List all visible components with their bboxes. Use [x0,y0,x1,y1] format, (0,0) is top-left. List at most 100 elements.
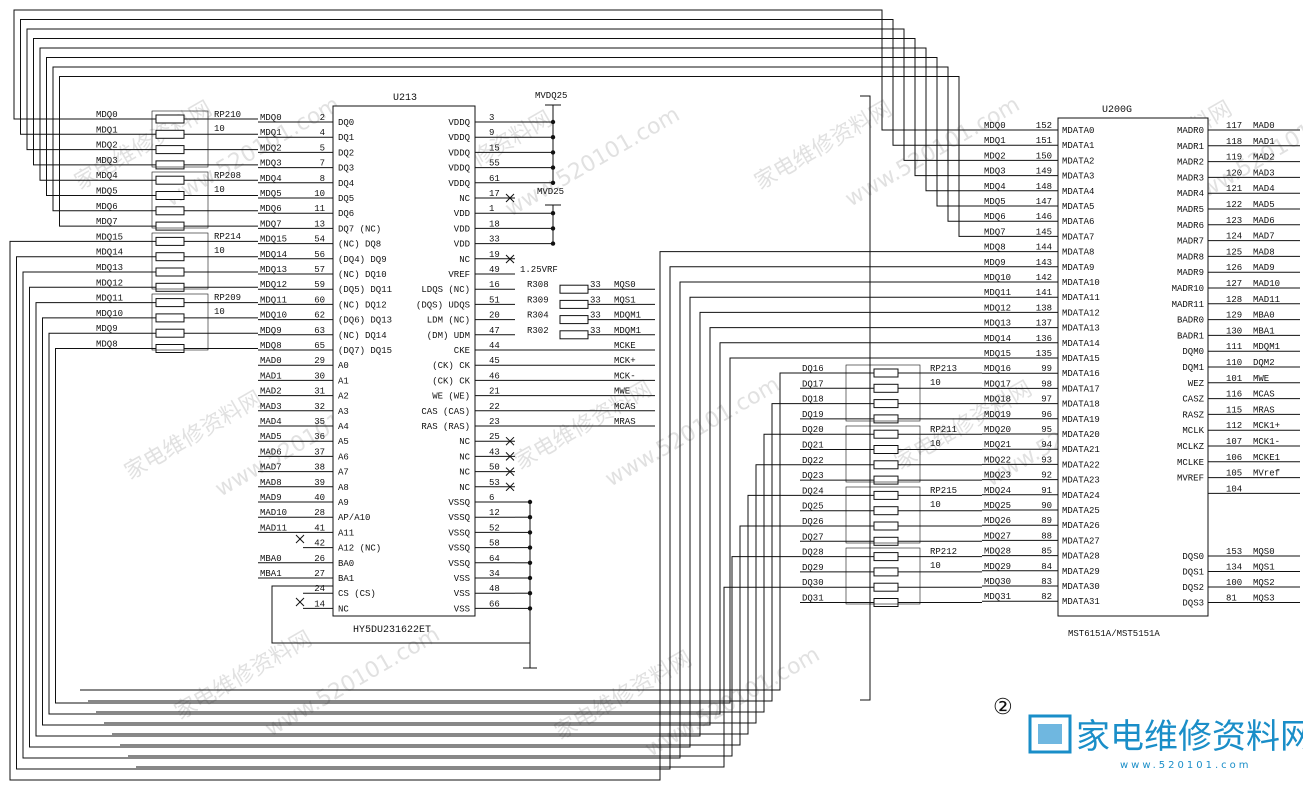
u213-pin-name: VSSQ [448,544,470,554]
u213-ref: U213 [393,93,417,104]
u200g-pin-name: MCLKZ [1177,442,1205,452]
u200g-pin-num: 90 [1041,501,1052,511]
u213-net-label: MAD4 [260,417,282,427]
u200g-pin-num: 92 [1041,471,1052,481]
u200g-net-label: MCK1+ [1253,421,1280,431]
u213-pin-name: NC [459,255,470,265]
u213-net-label: MDQ8 [260,341,282,351]
no-connect-icon [505,482,515,492]
u200g-net-label: MDQ3 [984,167,1006,177]
no-connect-stroke [505,254,515,264]
u200g-pin-num: 94 [1041,440,1052,450]
u213-pin-name: A4 [338,422,349,432]
misc-annotations: ② 家电维修资料网 www.520101.com [993,695,1303,771]
u200g-net-label: MDQ19 [984,410,1011,420]
u213-pin-name: VDDQ [448,118,470,128]
u200g-pin-name: MDATA9 [1062,263,1094,273]
u213-pin-name: BA0 [338,559,354,569]
u200g-pin-num: 85 [1041,547,1052,557]
u200g-net-label: MDQ10 [984,273,1011,283]
u200g-pin-num: 83 [1041,577,1052,587]
u200g-pin-name: MDATA12 [1062,308,1100,318]
rpack-ref: RP213 [930,364,957,374]
bus-return [120,525,800,746]
u213-net-label: MAD6 [260,447,282,457]
ctrl-net: MCK- [614,371,636,381]
rpack-val: 10 [214,246,225,256]
u213-pin-name: A6 [338,452,349,462]
u200g-pin-name: BADR1 [1177,331,1204,341]
u213-pin-name: (NC) DQ10 [338,270,387,280]
u200g-net-label: MAD7 [1253,232,1275,242]
u213-pin-name: VDD [454,224,470,234]
u200g-net-label: MAD0 [1253,121,1275,131]
site-logo: 家电维修资料网 www.520101.com [1028,714,1303,771]
junction-dot [527,560,533,565]
u213-pin-num: 29 [314,356,325,366]
junction-dot [550,211,556,216]
u200g-pin-num: 107 [1226,437,1242,447]
u213-pin-num: 15 [489,143,500,153]
u200g-pin-name: WEZ [1188,379,1205,389]
bottom-route [16,256,982,770]
u200g-pin-num: 101 [1226,374,1242,384]
u213-pin-num: 4 [320,128,325,138]
u213-net-label: MDQ14 [260,250,287,260]
u213-pin-num: 36 [314,432,325,442]
u213-pin-name: NC [459,437,470,447]
u200g-net-label: MQS1 [1253,563,1275,573]
bottom-route [22,271,982,759]
u213-pin-name: (NC) DQ12 [338,300,387,310]
u213-net-label: MDQ13 [260,265,287,275]
u213-pin-name: A5 [338,437,349,447]
u200g-pin-name: MADR2 [1177,158,1204,168]
right-bus-net: DQ20 [802,425,824,435]
rpack-val: 10 [930,439,941,449]
top-route [59,76,982,237]
u213-pin-num: 57 [314,265,325,275]
u213-pin-name: A2 [338,392,349,402]
left-resistor-bus: MDQ0MDQ1MDQ2MDQ3MDQ4MDQ5MDQ6MDQ7MDQ15MDQ… [96,110,258,353]
u200g-pin-num: 145 [1036,227,1052,237]
top-route [39,47,982,192]
u200g-pin-num: 122 [1226,200,1242,210]
junction-dot [550,180,556,185]
rpack-element [155,328,185,338]
u213-pin-name: (DQ4) DQ9 [338,255,387,265]
u213-pin-num: 50 [489,463,500,473]
u213-pin-num: 48 [489,584,500,594]
u213-pin-num: 9 [489,128,494,138]
left-bus-net: MDQ2 [96,141,118,151]
u200g-pin-name: MDATA24 [1062,491,1100,501]
u200g-pin-num: 93 [1041,455,1052,465]
right-bus-net: DQ17 [802,379,824,389]
u200g-pin-name: MDATA0 [1062,126,1094,136]
u200g-pin-num: 105 [1226,469,1242,479]
u213-pin-name: LDM (NC) [427,316,470,326]
u213-pin-name: AP/A10 [338,513,370,523]
u213-pin-num: 31 [314,387,325,397]
no-connect-stroke [505,452,515,461]
u213-pin-num: 65 [314,341,325,351]
u213-pin-num: 11 [314,204,325,214]
rpack-element [155,313,185,323]
u200g-pin-name: MDATA10 [1062,278,1100,288]
u200g-pin-name: MDATA17 [1062,384,1100,394]
u200g-pin-num: 97 [1041,395,1052,405]
u200g-pin-num: 104 [1226,484,1242,494]
u200g-pin-name: MDATA1 [1062,141,1094,151]
junction-dot [527,499,533,505]
u213-pin-name: BA1 [338,574,354,584]
u200g-pin-num: 127 [1226,279,1242,289]
u213-net-label: MDQ2 [260,143,282,153]
resistor-body [559,284,589,294]
u213-pin-num: 2 [320,113,325,123]
bus-return [88,403,800,702]
top-route [20,19,982,146]
no-connect-stroke [505,436,515,446]
u213-pin-num: 49 [489,265,500,275]
right-bus-net: DQ28 [802,548,824,558]
rpack-outline [151,110,209,168]
rpack-val: 10 [930,561,941,571]
u213-pin-name: A1 [338,376,349,386]
